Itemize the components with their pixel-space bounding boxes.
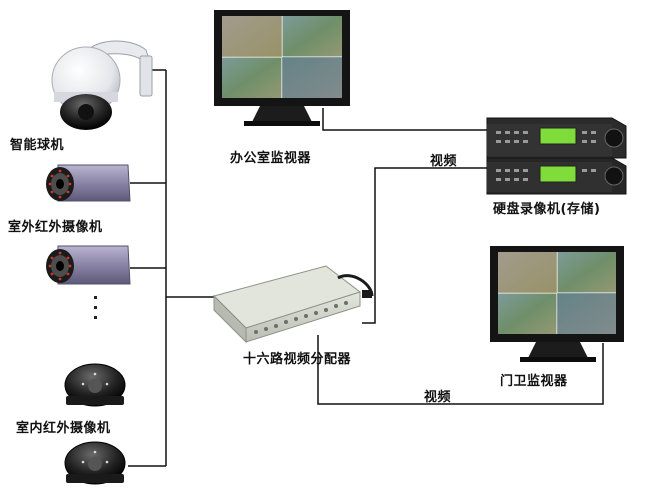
label-link-video-bottom: 视频 <box>424 390 452 405</box>
indoor-ir-camera-icon <box>64 363 126 407</box>
label-outdoor-ir-camera: 室外红外摄像机 <box>8 220 103 235</box>
more-cameras-ellipsis <box>94 296 98 326</box>
indoor-ir-camera-icon <box>64 441 126 485</box>
connection-lines <box>128 69 604 467</box>
label-dome-camera: 智能球机 <box>10 138 65 153</box>
label-link-video-top: 视频 <box>430 154 458 169</box>
label-indoor-ir-camera: 室内红外摄像机 <box>16 421 111 436</box>
gate-monitor-icon <box>490 246 624 362</box>
outdoor-ir-camera-icon <box>46 245 131 285</box>
dvr-icon <box>486 117 627 195</box>
video-distributor-icon <box>213 265 374 344</box>
label-dvr: 硬盘录像机(存储) <box>493 202 601 217</box>
label-gate-monitor: 门卫监视器 <box>500 374 568 389</box>
dome-camera-icon <box>51 40 153 130</box>
office-monitor-icon <box>214 10 350 126</box>
outdoor-ir-camera-icon <box>46 164 131 202</box>
label-office-monitor: 办公室监视器 <box>230 151 312 166</box>
label-distributor: 十六路视频分配器 <box>243 352 352 367</box>
